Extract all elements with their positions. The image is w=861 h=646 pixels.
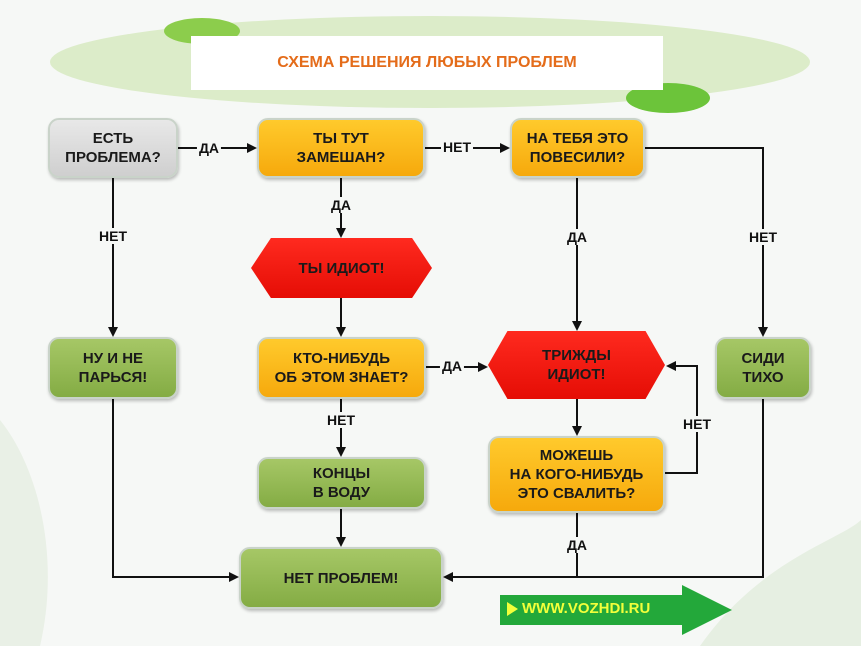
edge-label-blamed-triple: ДА (564, 229, 590, 245)
node-dont-worry: НУ И НЕ ПАРЬСЯ! (48, 337, 178, 399)
edge-label-knows-triple: ДА (439, 358, 465, 374)
page-title: СХЕМА РЕШЕНИЯ ЛЮБЫХ ПРОБЛЕМ (191, 36, 663, 90)
bg-leaf-left (0, 420, 48, 646)
edge-label-shift-triple: НЕТ (681, 416, 713, 432)
node-you-idiot: ТЫ ИДИОТ! (251, 238, 432, 298)
node-shift-blame: МОЖЕШЬ НА КОГО-НИБУДЬ ЭТО СВАЛИТЬ? (488, 436, 665, 513)
node-are-you-involved: ТЫ ТУТ ЗАМЕШАН? (257, 118, 425, 178)
node-ends-in-water: КОНЦЫ В ВОДУ (257, 457, 426, 509)
edge-dontworry-noproblem (112, 399, 239, 582)
edge-blamed-sit (645, 147, 768, 337)
edge-label-blamed-sit: НЕТ (747, 229, 779, 245)
play-icon (507, 602, 518, 616)
edge-label-involved-idiot: ДА (328, 197, 354, 213)
footer-url-link[interactable]: WWW.VOZHDI.RU (522, 600, 651, 617)
edge-label-problem-involved: ДА (196, 140, 222, 156)
bg-leaf-right (700, 520, 861, 646)
node-sit-quiet: СИДИ ТИХО (715, 337, 811, 399)
node-no-problem: НЕТ ПРОБЛЕМ! (239, 547, 443, 609)
edge-label-knows-ends: НЕТ (325, 412, 357, 428)
node-is-there-problem: ЕСТЬ ПРОБЛЕМА? (48, 118, 178, 178)
url-arrow-shape (500, 585, 732, 635)
edge-sit-noproblem (443, 399, 764, 582)
edge-label-involved-blamed: НЕТ (441, 139, 473, 155)
node-triple-idiot: ТРИЖДЫ ИДИОТ! (488, 331, 665, 399)
edge-label-problem-dontworry: НЕТ (97, 228, 129, 244)
edge-label-shift-noproblem: ДА (564, 537, 590, 553)
node-blamed-on-you: НА ТЕБЯ ЭТО ПОВЕСИЛИ? (510, 118, 645, 178)
node-anyone-knows: КТО-НИБУДЬ ОБ ЭТОМ ЗНАЕТ? (257, 337, 426, 399)
leaf-bottom-right (626, 83, 710, 113)
